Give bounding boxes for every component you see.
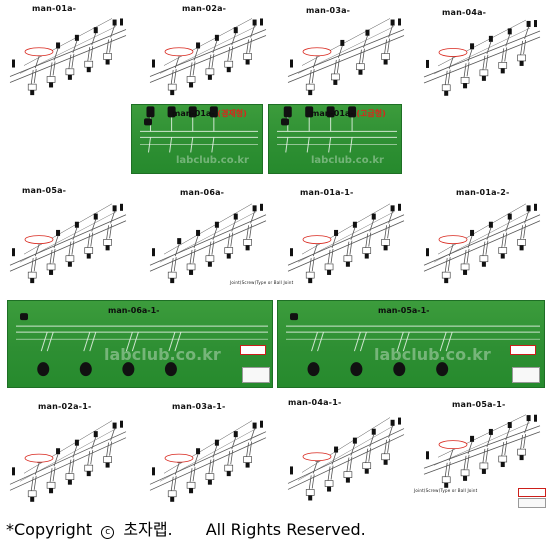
- product-label: man-03a-: [306, 6, 351, 15]
- watermark: labclub.co.kr: [104, 345, 221, 364]
- product-label: man-01a-2-: [456, 188, 510, 197]
- product-man-01a-2: man-01a-2-: [414, 182, 550, 290]
- manifold-photo: [277, 106, 397, 153]
- manifold-drawing: [287, 18, 405, 96]
- rights-text: All Rights Reserved.: [205, 520, 366, 539]
- photo-type-tag: (고급형): [356, 109, 386, 118]
- product-label: man-05a-: [22, 186, 67, 195]
- product-label: man-04a-: [442, 8, 487, 17]
- product-label: man-02a-1-: [38, 402, 92, 411]
- manifold-drawing: [423, 203, 541, 284]
- manifold-photo: [16, 313, 268, 377]
- product-label: man-01a-1-: [300, 188, 354, 197]
- brand-label: [510, 345, 536, 355]
- product-man-01a-1: man-01a-1-: [278, 182, 414, 290]
- product-man-02a-1: man-02a-1-: [0, 398, 136, 510]
- product-man-04a-1: man-04a-1-: [278, 394, 414, 510]
- watermark: labclub.co.kr: [176, 155, 249, 166]
- manifold-drawing: [287, 417, 405, 501]
- product-photo-economy: man-01a- (경재형) labclub.co.kr: [131, 104, 263, 174]
- joint-note: Joint(Screw)Type or Ball Joint: [230, 280, 294, 285]
- manifold-drawing: [9, 420, 127, 502]
- product-man-06a: man-06a- Joint(Screw)Type or Ball Joint: [140, 182, 293, 290]
- product-photo-premium: man-01a- (고급형) labclub.co.kr: [268, 104, 402, 174]
- photo-model: man-06a-1-: [108, 306, 160, 315]
- manifold-drawing: [9, 18, 127, 96]
- brand-label: [518, 488, 546, 497]
- product-man-05a: man-05a-: [0, 182, 136, 290]
- manifold-drawing: [9, 203, 127, 284]
- manifold-drawing: [149, 203, 267, 284]
- product-label: man-01a-: [32, 4, 77, 13]
- product-label: man-04a-1-: [288, 398, 342, 407]
- product-man-01a: man-01a-: [0, 0, 136, 100]
- copyright-symbol: c: [101, 526, 115, 539]
- photo-model: man-01a-: [172, 109, 215, 118]
- watermark: labclub.co.kr: [311, 155, 384, 166]
- watermark: labclub.co.kr: [374, 345, 491, 364]
- manifold-drawing: [423, 414, 541, 488]
- copyright-text: *Copyright: [6, 520, 93, 539]
- photo-label: man-01a- (경재형): [172, 108, 247, 119]
- product-man-03a-1: man-03a-1-: [140, 398, 276, 510]
- copyright-footer: *Copyright c 초자랩. All Rights Reserved.: [6, 516, 366, 540]
- joint-note: Joint(Screw)Type or Ball Joint: [414, 488, 478, 493]
- product-label: man-06a-: [180, 188, 225, 197]
- product-man-05a-1: man-05a-1- Joint(Screw)Type or Ball Join…: [414, 396, 550, 510]
- spec-card: [512, 367, 540, 383]
- spec-card: [518, 498, 546, 508]
- manifold-drawing: [149, 18, 267, 96]
- product-photo-man-05a-1: man-05a-1- labclub.co.kr: [277, 300, 545, 388]
- product-label: man-03a-1-: [172, 402, 226, 411]
- photo-model: man-01a-: [311, 109, 354, 118]
- photo-model: man-05a-1-: [378, 306, 430, 315]
- brand-label: [240, 345, 266, 355]
- manifold-drawing: [149, 420, 267, 502]
- product-photo-man-06a-1: man-06a-1- labclub.co.kr: [7, 300, 273, 388]
- manifold-photo: [140, 106, 258, 153]
- product-man-04a: man-04a-: [414, 0, 550, 100]
- product-label: man-05a-1-: [452, 400, 506, 409]
- photo-label: man-01a- (고급형): [311, 108, 386, 119]
- product-label: man-02a-: [182, 4, 227, 13]
- product-man-02a: man-02a-: [140, 0, 276, 100]
- manifold-drawing: [287, 203, 405, 284]
- photo-type-tag: (경재형): [217, 109, 247, 118]
- spec-card: [242, 367, 270, 383]
- manifold-drawing: [423, 19, 541, 96]
- company-name: 초자랩.: [123, 520, 173, 539]
- manifold-photo: [286, 313, 540, 377]
- product-man-03a: man-03a-: [278, 0, 414, 100]
